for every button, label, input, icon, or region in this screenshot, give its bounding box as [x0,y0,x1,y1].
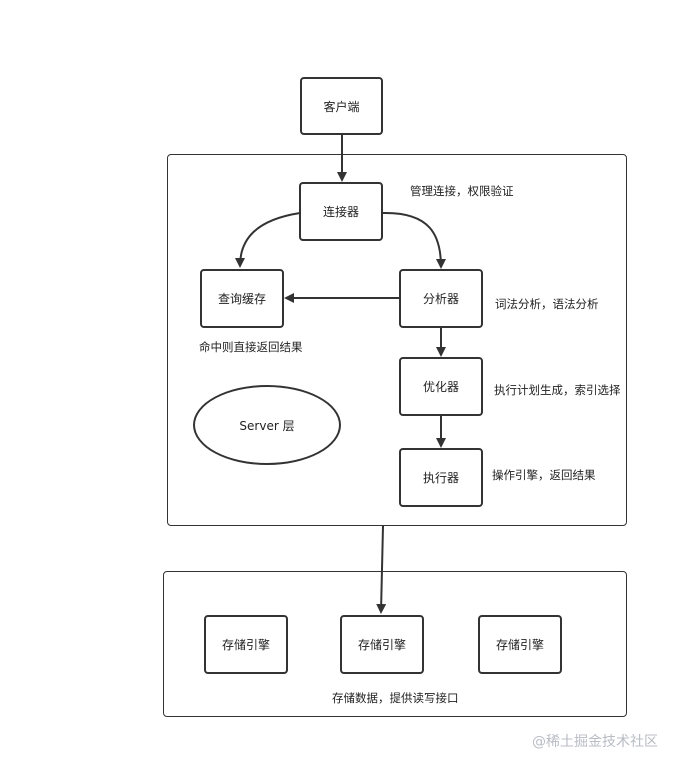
storage-note: 存储数据，提供读写接口 [332,691,459,705]
storage-layer-container [163,571,627,717]
optimizer-note: 执行计划生成，索引选择 [494,383,621,397]
storage-engine-1: 存储引擎 [204,615,288,674]
connector-node: 连接器 [299,182,383,241]
watermark: @稀土掘金技术社区 [532,734,658,750]
server-layer-label: Server 层 [193,385,341,465]
executor-node: 执行器 [399,448,483,507]
arrow-connector-to-query-cache [235,212,301,268]
arrow-connector-to-analyzer [382,211,446,269]
optimizer-node: 优化器 [399,357,483,416]
query-cache-node: 查询缓存 [200,269,284,328]
storage-engine-3: 存储引擎 [478,615,562,674]
arrow-server-to-storage [376,525,387,614]
server-layer-container [167,154,627,526]
connector-note: 管理连接，权限验证 [410,184,514,198]
analyzer-note: 词法分析，语法分析 [495,297,599,311]
query-cache-note: 命中则直接返回结果 [199,340,303,354]
storage-engine-2: 存储引擎 [340,615,424,674]
client-node: 客户端 [300,77,383,135]
analyzer-node: 分析器 [399,269,483,328]
executor-note: 操作引擎，返回结果 [492,468,596,482]
